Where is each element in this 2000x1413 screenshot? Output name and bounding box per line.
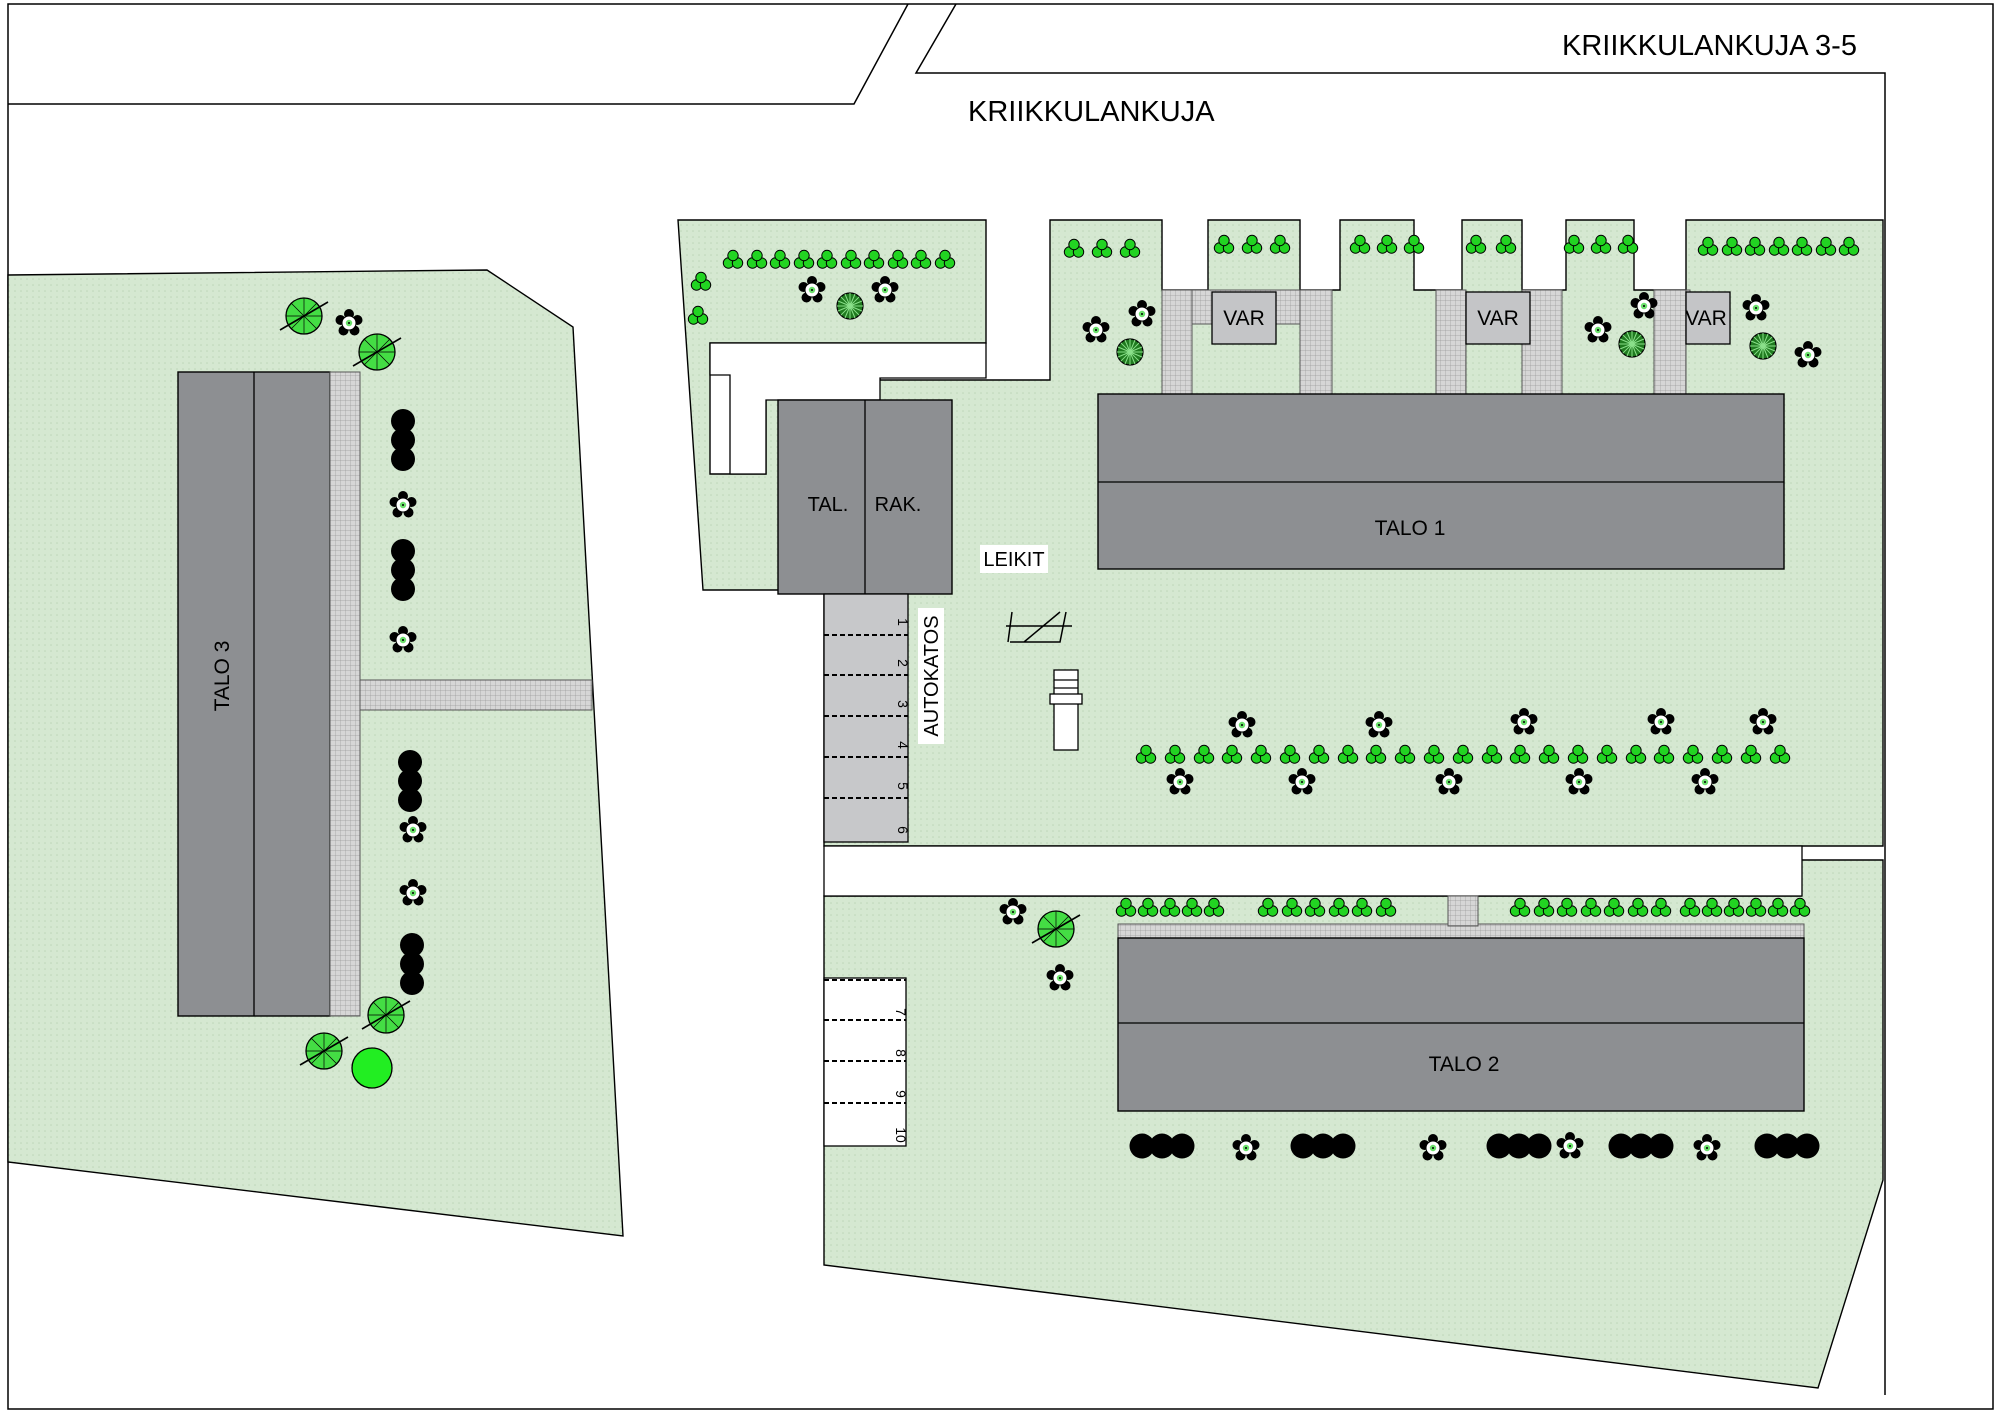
shed-var-2-label: VAR: [1477, 307, 1519, 330]
hedge-icon: [1290, 1133, 1356, 1159]
autokatos-label: AUTOKATOS: [921, 615, 943, 736]
parking-numbers-lower: 7 8 9 10: [893, 1008, 909, 1143]
parking-space-number: 4: [895, 741, 911, 749]
talo-3-label: TALO 3: [211, 641, 234, 712]
carport-dividers: [824, 634, 908, 799]
carport-autokatos: [823, 593, 909, 843]
street-label: KRIIKKULANKUJA: [968, 96, 1215, 128]
slide-icon: [1049, 669, 1083, 751]
parking-lower-dividers: [824, 979, 906, 1104]
shed-var-1: [1211, 291, 1277, 345]
parking-space-number: 1: [895, 618, 911, 626]
leikit-label: LEIKIT: [983, 549, 1044, 571]
parking-space-number: 10: [893, 1127, 909, 1143]
conifer-icon: [1749, 332, 1777, 360]
shed-var-2: [1465, 291, 1531, 345]
hedge-icon: [1129, 1133, 1195, 1159]
swing-icon: [1006, 611, 1072, 643]
shed-var-3: [1685, 291, 1731, 345]
address-label: KRIIKKULANKUJA 3-5: [1562, 30, 1857, 62]
walkway-talo-2-cross: [1447, 895, 1479, 927]
shed-var-3-label: VAR: [1685, 307, 1727, 330]
parking-space-number: 3: [895, 700, 911, 708]
hedge-icon: [1608, 1133, 1674, 1159]
building-talo-2: [1117, 937, 1805, 1112]
parking-space-number: 2: [895, 659, 911, 667]
conifer-icon: [1116, 338, 1144, 366]
shed-var-1-label: VAR: [1223, 307, 1265, 330]
columnar-tree-icon: [400, 933, 424, 995]
vegetation: [279, 234, 1860, 1161]
parking-numbers-upper: 1 2 3 4 5 6: [895, 618, 911, 834]
parking-space-number: 6: [895, 826, 911, 834]
tal-label: TAL.: [808, 494, 849, 516]
talo-2-label: TALO 2: [1429, 1053, 1500, 1076]
round-tree-icon: [351, 1047, 393, 1089]
talo-1-label: TALO 1: [1375, 517, 1446, 540]
walkway-upper: [709, 342, 987, 475]
hedge-icon: [1486, 1133, 1552, 1159]
parking-space-number: 5: [895, 782, 911, 790]
walkway-talo-3: [329, 371, 361, 1017]
columnar-tree-icon: [391, 409, 415, 471]
columnar-tree-icon: [398, 750, 422, 812]
walkway-talo-3-branch: [359, 679, 593, 711]
hedge-icon: [1754, 1133, 1820, 1159]
conifer-icon: [1618, 330, 1646, 358]
columnar-tree-icon: [391, 539, 415, 601]
rak-label: RAK.: [875, 494, 922, 516]
conifer-icon: [836, 292, 864, 320]
parking-space-number: 7: [893, 1008, 909, 1016]
parking-space-number: 8: [893, 1049, 909, 1057]
parking-space-number: 9: [893, 1090, 909, 1098]
driveway: [823, 845, 1803, 897]
